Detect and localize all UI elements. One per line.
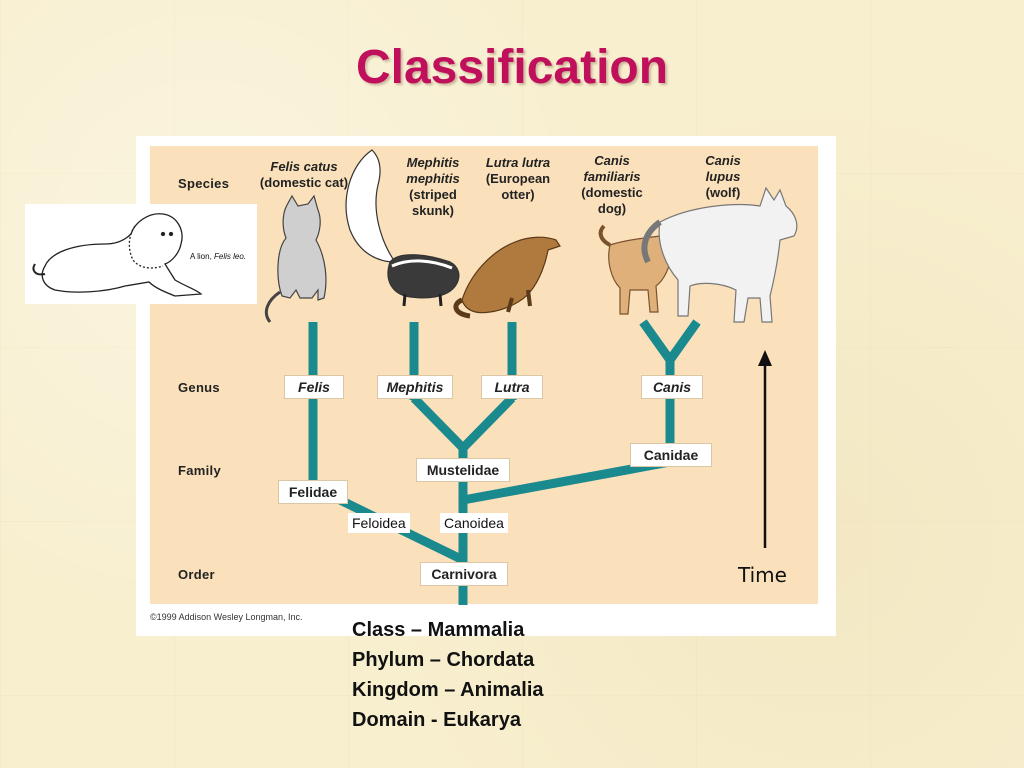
lion-caption-prefix: A lion, (190, 252, 215, 261)
rank-label-species: Species (178, 176, 230, 191)
species-latin: Felis catus (270, 159, 338, 174)
clade-label-feloidea: Feloidea (348, 513, 410, 533)
species-label-otter: Lutra lutra (European otter) (478, 155, 558, 203)
wolf-illustration (641, 186, 798, 323)
order-box-carnivora: Carnivora (420, 562, 508, 586)
tree-branch-mustelid-fork (410, 394, 516, 455)
species-common: (European otter) (485, 171, 551, 202)
family-box-felidae: Felidae (278, 480, 348, 504)
higher-rank-domain: Domain - Eukarya (352, 709, 521, 731)
species-label-wolf: Canis lupus (wolf) (692, 153, 754, 201)
cat-illustration (264, 194, 327, 323)
skunk-illustration (345, 149, 460, 307)
lion-caption: A lion, Felis leo. (190, 252, 246, 261)
higher-rank-class: Class – Mammalia (352, 619, 525, 641)
higher-rank-phylum: Phylum – Chordata (352, 649, 535, 671)
rank-label-genus: Genus (178, 380, 220, 395)
slide-title: Classification (355, 41, 669, 94)
genus-box-lutra: Lutra (481, 375, 543, 399)
genus-box-mephitis: Mephitis (377, 375, 453, 399)
species-label-skunk: Mephitis mephitis (striped skunk) (394, 155, 472, 219)
tree-branch-canis-fork (639, 319, 701, 368)
species-latin: Mephitis mephitis (406, 155, 460, 186)
family-box-mustelidae: Mustelidae (416, 458, 510, 482)
species-common: (domestic dog) (581, 185, 643, 216)
time-label: Time (738, 563, 787, 587)
otter-illustration (453, 236, 561, 319)
species-common: (striped skunk) (409, 187, 457, 218)
species-label-dog: Canis familiaris (domestic dog) (572, 153, 652, 217)
clade-label-canoidea: Canoidea (440, 513, 508, 533)
family-box-canidae: Canidae (630, 443, 712, 467)
copyright-notice: ©1999 Addison Wesley Longman, Inc. (150, 612, 303, 622)
rank-label-order: Order (178, 567, 215, 582)
species-common: (wolf) (705, 185, 741, 200)
lion-illustration (32, 213, 203, 297)
genus-box-canis: Canis (641, 375, 703, 399)
genus-box-felis: Felis (284, 375, 344, 399)
lion-inset (25, 204, 257, 304)
rank-label-family: Family (178, 463, 221, 478)
species-latin: Canis lupus (705, 153, 741, 184)
lion-caption-latin: Felis leo. (214, 252, 247, 261)
time-arrow (758, 350, 772, 548)
species-common: (domestic cat) (259, 175, 349, 190)
species-label-cat: Felis catus (domestic cat) (252, 159, 356, 191)
tree-branch-canidae (462, 457, 671, 505)
species-latin: Canis familiaris (583, 153, 641, 184)
species-latin: Lutra lutra (485, 155, 551, 170)
higher-rank-kingdom: Kingdom – Animalia (352, 679, 544, 701)
higher-ranks-list: Class – Mammalia Phylum – Chordata Kingd… (352, 615, 544, 735)
